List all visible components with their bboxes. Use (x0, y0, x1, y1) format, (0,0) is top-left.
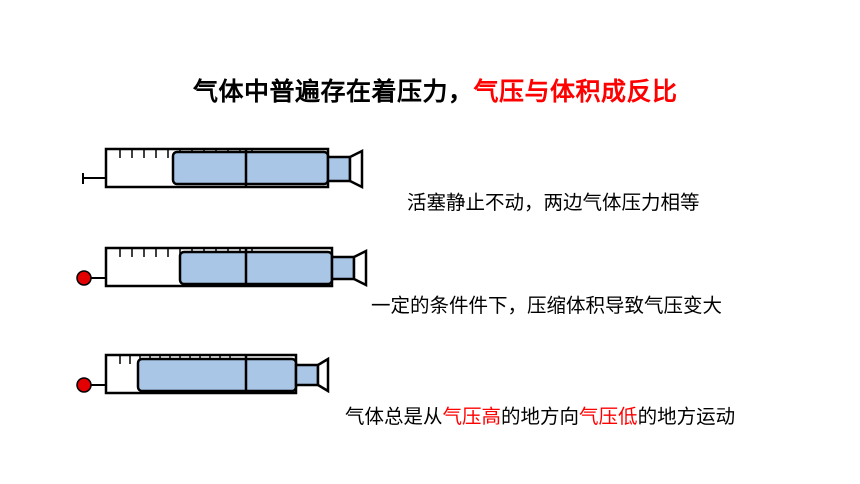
valve-icon (76, 270, 92, 286)
caption-flow-a: 气体总是从 (345, 405, 443, 428)
gas-region (171, 150, 330, 186)
syringe-equilibrium (82, 147, 364, 190)
caption-flow-e: 的地方运动 (637, 405, 736, 428)
syringe-nozzle (294, 363, 320, 387)
caption-flow-low: 气压低 (579, 405, 638, 428)
caption-flow: 气体总是从气压高的地方向气压低的地方运动 (345, 400, 735, 429)
gas-region (178, 250, 334, 286)
caption-equilibrium: 活塞静止不动，两边气体压力相等 (407, 191, 700, 214)
syringe-tip (352, 248, 368, 288)
caption-flow-c: 的地方向 (501, 405, 580, 428)
syringe-nozzle (330, 255, 356, 281)
syringe-tip (348, 148, 364, 190)
caption-flow-high: 气压高 (442, 405, 502, 428)
title-part2-highlight: 气压与体积成反比 (473, 77, 678, 106)
gas-region (136, 357, 298, 393)
syringe-flow (76, 353, 330, 395)
caption-compressed: 一定的条件件下，压缩体积导致气压变大 (371, 294, 723, 317)
title-part1: 气体中普遍存在着压力， (193, 77, 474, 106)
syringe-tip (316, 356, 330, 394)
slide-title: 气体中普遍存在着压力，气压与体积成反比 (193, 72, 678, 108)
valve-icon (76, 377, 92, 393)
syringe-compressed (76, 246, 368, 288)
syringe-nozzle (326, 155, 352, 183)
